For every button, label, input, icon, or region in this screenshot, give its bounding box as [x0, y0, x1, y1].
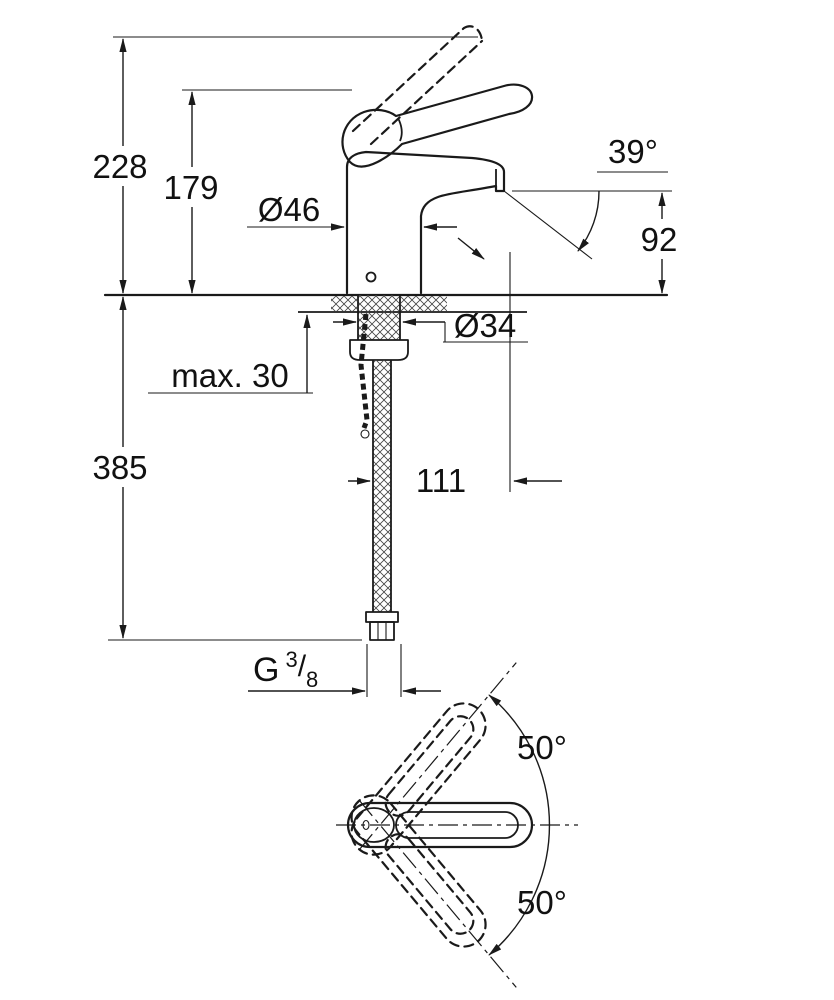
label-111: 111: [416, 462, 466, 499]
hose-braid-hatch: [373, 360, 391, 612]
dimensions: 228 179 Ø46 39° 92 Ø34 max. 30 385 111 G…: [84, 36, 688, 697]
label-bg-179: [155, 167, 227, 207]
handle-slot: [395, 811, 519, 839]
deck-section-hatch-left: [331, 296, 357, 311]
faucet-body-spout: [345, 150, 506, 295]
chain-ring: [360, 429, 370, 439]
dimension-228: [113, 36, 478, 294]
deck-section-hatch-right: [401, 296, 447, 311]
raised-lever-tip: [462, 25, 484, 43]
label-92: 92: [641, 221, 678, 258]
pop-up-chain: [358, 313, 370, 439]
dimension-max30: [148, 314, 313, 394]
dimension-labels: 228 179 Ø46 39° 92 Ø34 max. 30 385 111 G…: [92, 133, 677, 692]
handle-top-view-solid: [346, 801, 534, 849]
side-view: [103, 25, 669, 641]
label-50-upper: 50°: [517, 729, 567, 766]
label-bg-92: [632, 219, 688, 259]
mounting-shank: [349, 295, 409, 361]
label-46: Ø46: [258, 191, 320, 228]
water-stream-arrow: [457, 237, 485, 260]
centerline-down: [358, 800, 517, 988]
raised-lever-upper-edge: [351, 26, 466, 133]
dimension-39deg: [503, 171, 668, 260]
body-dot-detail: [365, 271, 377, 283]
label-backgrounds: [84, 146, 688, 487]
label-34: Ø34: [454, 307, 516, 344]
cartridge-cap: [353, 807, 395, 843]
chain-links: [358, 313, 370, 429]
lever-detail-line: [397, 117, 403, 142]
lever-outline: [341, 83, 534, 168]
dimension-34: [333, 318, 528, 343]
dimension-g38: [248, 644, 441, 697]
centerline-down-group: [358, 800, 517, 988]
label-bg-385: [84, 447, 156, 487]
label-228: 228: [92, 148, 147, 185]
label-179: 179: [163, 169, 218, 206]
label-385: 385: [92, 449, 147, 486]
supply-hose: [365, 360, 399, 641]
swivel-arc: [488, 694, 551, 956]
stream-direction-arrow: [457, 237, 485, 260]
top-view: 50° 50°: [336, 662, 578, 988]
label-39: 39°: [608, 133, 658, 170]
label-50-lower: 50°: [517, 884, 567, 921]
lever-handle: [341, 83, 534, 168]
hose-end-nut: [369, 621, 395, 641]
dimension-111: [348, 252, 562, 492]
hose-collar: [365, 611, 399, 623]
raised-lever-dashed-outline: [351, 25, 484, 146]
angle-arc-39: [577, 190, 600, 252]
raised-lever-lower-edge: [369, 39, 484, 146]
label-max30: max. 30: [171, 357, 288, 394]
angle-reference-line-39: [503, 190, 593, 260]
label-bg-228: [84, 146, 156, 186]
centerline-up-group: [358, 662, 517, 850]
cap-hole: [362, 819, 370, 831]
handle-down-slot: [384, 833, 475, 935]
centerline-up: [358, 662, 517, 850]
mounting-nut: [349, 339, 409, 361]
handle-outline: [346, 801, 534, 849]
handle-up-slot: [384, 715, 475, 817]
